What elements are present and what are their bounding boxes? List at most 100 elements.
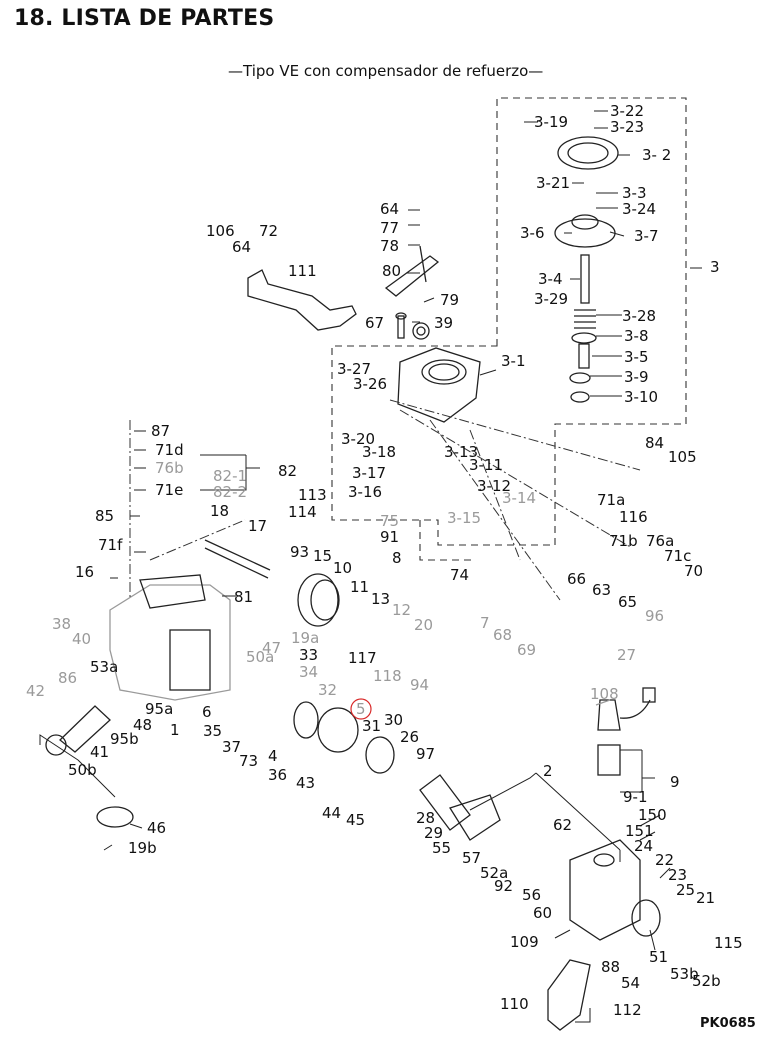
callout-3-1: 3-1: [501, 352, 526, 370]
callout-20: 20: [414, 616, 433, 634]
callout-3-12: 3-12: [477, 477, 511, 495]
callout-47: 47: [262, 639, 281, 657]
callout-26: 26: [400, 728, 419, 746]
callout-11: 11: [350, 578, 369, 596]
callout-19: 19a: [291, 629, 319, 647]
part-feed-pump-10: [297, 573, 340, 627]
callout-96: 96: [645, 607, 664, 625]
callout-3-20: 3-20: [341, 430, 375, 448]
callout-28: 28: [416, 809, 435, 827]
callout-71: 71b: [609, 532, 638, 550]
callout-97: 97: [416, 745, 435, 763]
callout-71: 71c: [664, 547, 691, 565]
callout-3-19: 3-19: [534, 113, 568, 131]
part-solenoid-connector-108: [595, 699, 611, 706]
part-bracket-80: [384, 245, 440, 297]
callout-40: 40: [72, 630, 91, 648]
callout-93: 93: [290, 543, 309, 561]
callout-92: 92: [494, 877, 513, 895]
leader-lines: [39, 110, 702, 1023]
callout-55: 55: [432, 839, 451, 857]
callout-33: 33: [299, 646, 318, 664]
callout-66: 66: [567, 570, 586, 588]
callout-109: 109: [510, 933, 539, 951]
callout-72: 72: [259, 222, 278, 240]
callout-3-5: 3-5: [624, 348, 649, 366]
callout-60: 60: [533, 904, 552, 922]
callout-3: 3: [710, 258, 720, 276]
callout-105: 105: [668, 448, 697, 466]
callout-17: 17: [248, 517, 267, 535]
callout-110: 110: [500, 995, 529, 1013]
callout-94: 94: [410, 676, 429, 694]
callout-54: 54: [621, 974, 640, 992]
callout-117: 117: [348, 649, 377, 667]
callout-73: 73: [239, 752, 258, 770]
callout-3-9: 3-9: [624, 368, 649, 386]
callout-118: 118: [373, 667, 402, 685]
callout-3-18: 3-18: [362, 443, 396, 461]
callout-65: 65: [618, 593, 637, 611]
part-delivery-valve-51: [631, 899, 661, 937]
part-governor-cover-3-1: [397, 347, 481, 423]
part-spring-39: [412, 322, 430, 340]
part-pump-housing-1: [109, 574, 231, 701]
callout-9: 9: [670, 773, 680, 791]
callout-13: 13: [371, 590, 390, 608]
callout-46: 46: [147, 819, 166, 837]
callout-27: 27: [617, 646, 636, 664]
callout-16: 16: [75, 563, 94, 581]
callout-151: 151: [625, 822, 654, 840]
callout-43: 43: [296, 774, 315, 792]
callout-71: 71a: [597, 491, 625, 509]
callout-68: 68: [493, 626, 512, 644]
part-cover-46: [96, 806, 134, 828]
callout-42: 42: [26, 682, 45, 700]
callout-82-1: 82-1: [213, 467, 247, 485]
callout-57: 57: [462, 849, 481, 867]
callout-22: 22: [655, 851, 674, 869]
part-pump-plunger-assembly: [293, 701, 395, 774]
callout-25: 25: [676, 881, 695, 899]
callout-10: 10: [333, 559, 352, 577]
highlight-circle-part-5: [350, 698, 372, 720]
callout-19: 19b: [128, 839, 157, 857]
callout-95: 95a: [145, 700, 173, 718]
part-timer-piston-41: [45, 705, 111, 756]
callout-3-17: 3-17: [352, 464, 386, 482]
callout-71: 71e: [155, 481, 183, 499]
callout-80: 80: [382, 262, 401, 280]
callout-3-23: 3-23: [610, 118, 644, 136]
callout-64: 64: [232, 238, 251, 256]
part-bracket-110: [547, 959, 591, 1031]
callout-3-3: 3-3: [622, 184, 647, 202]
callout-7: 7: [480, 614, 490, 632]
callout-111: 111: [288, 262, 317, 280]
callout-labels: 106 64 72 111 64 77 78 80 79 67 39 3-19 …: [26, 102, 743, 1019]
callout-35: 35: [203, 722, 222, 740]
callout-3-7: 3-7: [634, 227, 659, 245]
callout-3-27: 3-27: [337, 360, 371, 378]
callout-3-24: 3-24: [622, 200, 656, 218]
figure-code: PK0685: [700, 1016, 756, 1031]
callout-86: 86: [58, 669, 77, 687]
diagram-subtitle: —Tipo VE con compensador de refuerzo—: [228, 62, 544, 80]
callout-69: 69: [517, 641, 536, 659]
callout-71: 71d: [155, 441, 184, 459]
callout-76: 76a: [646, 532, 674, 550]
callout-3-11: 3-11: [469, 456, 503, 474]
callout-36: 36: [268, 766, 287, 784]
callout-81: 81: [234, 588, 253, 606]
callout-88: 88: [601, 958, 620, 976]
callout-8: 8: [392, 549, 402, 567]
callout-31: 31: [362, 717, 381, 735]
leader-box-3-16: [419, 520, 475, 561]
chain-line-1: [389, 399, 641, 601]
assembly-3-boundary: [331, 97, 687, 546]
callout-112: 112: [613, 1001, 642, 1019]
callout-12: 12: [392, 601, 411, 619]
callout-18: 18: [210, 502, 229, 520]
callout-56: 56: [522, 886, 541, 904]
callout-45: 45: [346, 811, 365, 829]
callout-29: 29: [424, 824, 443, 842]
